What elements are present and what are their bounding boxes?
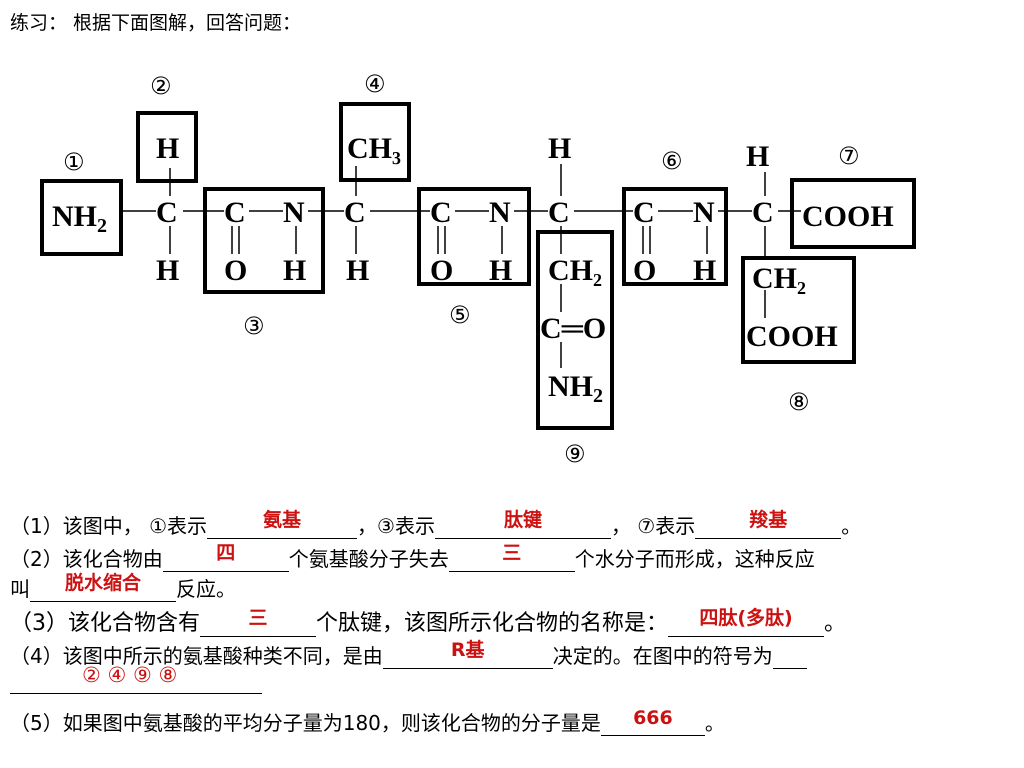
atom-o: O xyxy=(430,254,453,287)
question-text: （3）该化合物含有 xyxy=(10,611,200,636)
atom-c: C xyxy=(633,196,655,229)
atom-h: H xyxy=(693,254,716,287)
marker-5: ⑤ xyxy=(449,301,471,329)
answer-blank: R基 xyxy=(382,639,553,669)
atom-o: O xyxy=(633,254,656,287)
atom-cooh: COOH xyxy=(746,320,838,353)
atom-ch3: CH₃ xyxy=(347,132,401,165)
question-text: 。 xyxy=(841,514,862,538)
box-r-group-ch2-cooh xyxy=(741,256,856,364)
atom-n: N xyxy=(693,196,715,229)
question-5: （5）如果图中氨基酸的平均分子量为180，则该化合物的分子量是 666 。 xyxy=(10,707,725,736)
question-1: （1）该图中， ①表示 氨基 ，③表示 肽键 ， ⑦表示 羧基 。 xyxy=(10,509,862,539)
question-text: 反应。 xyxy=(176,577,236,601)
atom-h: H xyxy=(548,132,571,165)
marker-8: ⑧ xyxy=(788,388,810,416)
marker-3: ③ xyxy=(243,312,265,340)
question-2-line-2: 叫 脱水缩合 反应。 xyxy=(10,572,236,602)
atom-n: N xyxy=(283,196,305,229)
box-amino-group xyxy=(40,179,123,256)
marker-7: ⑦ xyxy=(838,142,860,170)
atom-n: N xyxy=(489,196,511,229)
answer-tetrapeptide: 四肽(多肽) xyxy=(699,607,793,629)
question-text: 个肽键，该图所示化合物的名称是： xyxy=(316,611,669,636)
question-text: 。 xyxy=(704,711,725,735)
question-text: （5）如果图中氨基酸的平均分子量为180，则该化合物的分子量是 xyxy=(10,711,601,735)
atom-c: C xyxy=(752,196,774,229)
atom-c: C xyxy=(548,196,570,229)
answer-three-bonds: 三 xyxy=(248,607,268,629)
atom-ch2: CH₂ xyxy=(752,262,806,295)
answer-r-group: R基 xyxy=(450,639,485,661)
answer-molecular-weight: 666 xyxy=(633,707,673,729)
atom-c: C xyxy=(430,196,452,229)
answer-blank: 三 xyxy=(448,542,575,572)
answer-blank: 四 xyxy=(162,542,289,572)
atom-h: H xyxy=(283,254,306,287)
box-peptide-bond-2 xyxy=(417,187,531,286)
box-carboxyl-group xyxy=(790,178,916,249)
atom-c-double-o: C═O xyxy=(540,312,606,345)
answer-blank: ② ④ ⑨ ⑧ xyxy=(10,663,262,694)
atom-h: H xyxy=(156,132,179,165)
atom-c: C xyxy=(224,196,246,229)
tetrapeptide-structure-diagram: NH2 H C H C N O H CH₃ C H C N O H H C CH… xyxy=(40,70,916,468)
answer-blank: 脱水缩合 xyxy=(30,572,176,602)
answer-blank: 羧基 xyxy=(695,509,842,539)
answer-four: 四 xyxy=(216,542,236,564)
exercise-title: 练习： 根据下面图解，回答问题： xyxy=(10,12,302,34)
box-r-group-h xyxy=(136,111,198,183)
question-4-line-2: ② ④ ⑨ ⑧ xyxy=(10,663,262,694)
marker-4: ④ xyxy=(364,70,386,98)
question-text: 决定的。在图中的符号为 xyxy=(552,644,773,668)
box-peptide-bond-3 xyxy=(622,187,728,286)
question-3: （3）该化合物含有 三 个肽键，该图所示化合物的名称是： 四肽(多肽) 。 xyxy=(10,605,846,637)
question-text: （1）该图中， ①表示 xyxy=(10,514,208,538)
question-text: ， ⑦表示 xyxy=(610,514,696,538)
question-text: （4）该图中所示的氨基酸种类不同，是由 xyxy=(10,644,383,668)
answer-carboxyl-group: 羧基 xyxy=(749,509,788,531)
question-text: 个氨基酸分子失去 xyxy=(288,547,449,571)
marker-1: ① xyxy=(63,148,85,176)
atom-h: H xyxy=(156,254,179,287)
box-r-group-ch2-conh2 xyxy=(536,230,614,430)
answer-three: 三 xyxy=(502,542,522,564)
marker-9: ⑨ xyxy=(564,440,586,468)
atom-cooh: COOH xyxy=(802,200,894,233)
answer-blank: 四肽(多肽) xyxy=(668,607,825,637)
atom-h: H xyxy=(346,254,369,287)
answer-blank xyxy=(772,646,807,669)
answer-blank: 氨基 xyxy=(207,509,358,539)
question-text: 个水分子而形成，这种反应 xyxy=(574,547,815,571)
atom-nh2: NH2 xyxy=(52,200,107,237)
question-2-line-1: （2）该化合物由 四 个氨基酸分子失去 三 个水分子而形成，这种反应 xyxy=(10,542,815,572)
question-text: 叫 xyxy=(10,577,30,601)
question-text: （2）该化合物由 xyxy=(10,547,163,571)
atom-ch2: CH₂ xyxy=(548,254,602,287)
question-text: 。 xyxy=(824,611,847,636)
box-peptide-bond-1 xyxy=(203,187,325,294)
answer-blank: 666 xyxy=(600,707,705,736)
marker-2: ② xyxy=(150,72,172,100)
atom-o: O xyxy=(224,254,247,287)
atom-h: H xyxy=(746,140,769,173)
atom-c: C xyxy=(344,196,366,229)
answer-peptide-bond: 肽键 xyxy=(503,509,542,531)
answer-dehydration-condensation: 脱水缩合 xyxy=(64,572,141,594)
answer-r-group-symbols: ② ④ ⑨ ⑧ xyxy=(82,663,178,687)
atom-h: H xyxy=(489,254,512,287)
answer-blank: 三 xyxy=(200,607,316,637)
atom-nh2: NH2 xyxy=(548,370,603,407)
question-text: ，③表示 xyxy=(357,514,435,538)
answer-amino-group: 氨基 xyxy=(263,509,302,531)
marker-6: ⑥ xyxy=(661,147,683,175)
answer-blank: 肽键 xyxy=(434,509,611,539)
box-r-group-ch3 xyxy=(339,102,411,182)
question-4-line-1: （4）该图中所示的氨基酸种类不同，是由 R基 决定的。在图中的符号为 xyxy=(10,639,807,669)
atom-c: C xyxy=(156,196,178,229)
